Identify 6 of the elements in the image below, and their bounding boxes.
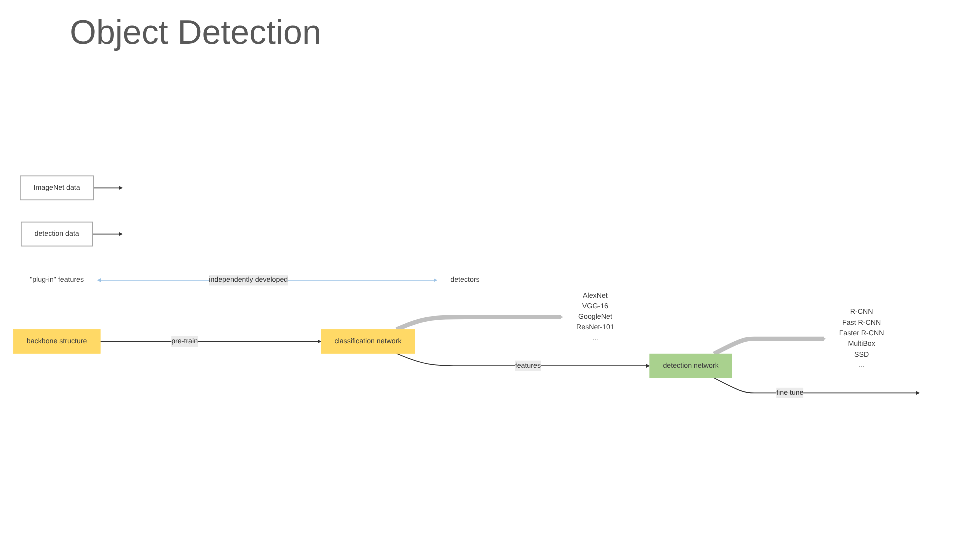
arrow [713,336,826,356]
title: Object Detection [70,14,322,53]
arrow [93,186,123,190]
arrow [396,315,564,332]
arrow [92,232,123,236]
arrow [396,353,650,368]
